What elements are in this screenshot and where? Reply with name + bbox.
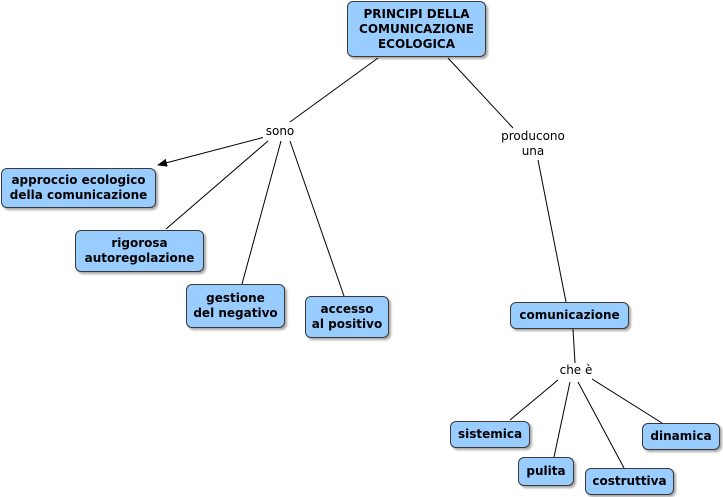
line-sono-to-approccio [157, 136, 266, 167]
concept-costruttiva[interactable]: costruttiva [585, 468, 674, 495]
concept-comunicazione[interactable]: comunicazione [510, 302, 629, 329]
line-sono-to-rigorosa [165, 140, 269, 230]
concept-pulita[interactable]: pulita [518, 457, 574, 486]
concept-approccio[interactable]: approccio ecologico della comunicazione [1, 168, 156, 208]
line-che-e-to-costruttiva [577, 381, 625, 469]
line-che-e-to-sistemica [509, 379, 559, 421]
concept-accesso[interactable]: accesso al positivo [305, 296, 389, 338]
concept-sistemica[interactable]: sistemica [450, 421, 530, 448]
line-root-to-producono [447, 57, 514, 129]
link-label-che-e: che è [553, 363, 599, 378]
concept-dinamica[interactable]: dinamica [642, 423, 720, 450]
concept-rigorosa[interactable]: rigorosa autoregolazione [75, 230, 204, 272]
root-concept[interactable]: PRINCIPI DELLA COMUNICAZIONE ECOLOGICA [347, 1, 486, 57]
link-label-producono: producono una [494, 129, 572, 159]
line-comunicazione-to-che-e [572, 328, 576, 364]
line-che-e-to-pulita [553, 381, 571, 458]
link-label-sono: sono [263, 124, 297, 139]
line-sono-to-gestione [241, 140, 282, 285]
line-che-e-to-dinamica [591, 378, 663, 424]
line-root-to-sono [289, 57, 379, 123]
concept-gestione[interactable]: gestione del negativo [186, 284, 285, 328]
line-sono-to-accesso [289, 140, 345, 297]
line-producono-to-comunicazione [537, 159, 567, 303]
